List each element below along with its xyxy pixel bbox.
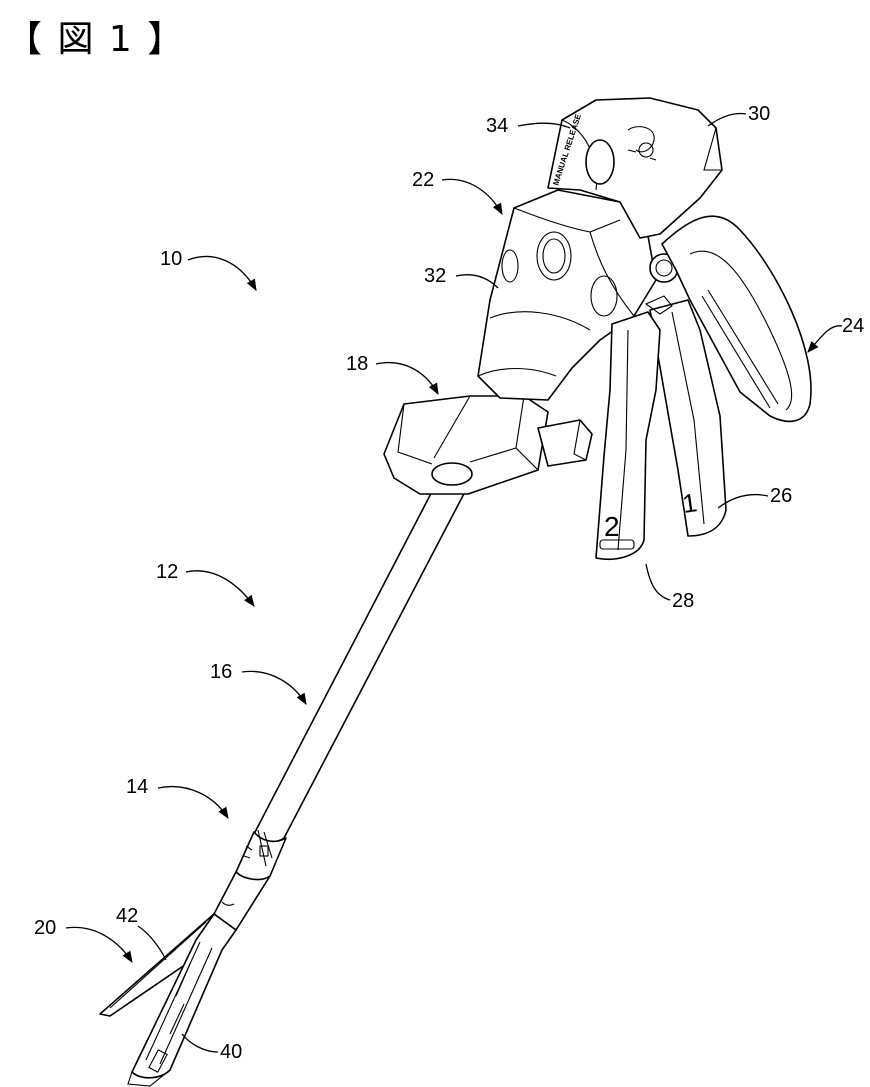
- label-18: 18: [346, 353, 368, 375]
- trigger-2-number: 2: [604, 511, 620, 542]
- label-32: 32: [424, 265, 446, 287]
- label-22: 22: [412, 169, 434, 191]
- label-24: 24: [842, 315, 864, 337]
- label-26: 26: [770, 485, 792, 507]
- label-40: 40: [220, 1041, 242, 1063]
- label-28: 28: [672, 590, 694, 612]
- rotation-knob: [384, 396, 592, 494]
- shaft: [254, 480, 468, 841]
- end-effector: [100, 914, 236, 1086]
- label-16: 16: [210, 661, 232, 683]
- label-42: 42: [116, 905, 138, 927]
- label-14: 14: [126, 776, 148, 798]
- label-34: 34: [486, 115, 508, 137]
- label-10: 10: [160, 248, 182, 270]
- articulation-joint: [236, 830, 286, 879]
- label-12: 12: [156, 561, 178, 583]
- label-20: 20: [34, 917, 56, 939]
- label-30: 30: [748, 103, 770, 125]
